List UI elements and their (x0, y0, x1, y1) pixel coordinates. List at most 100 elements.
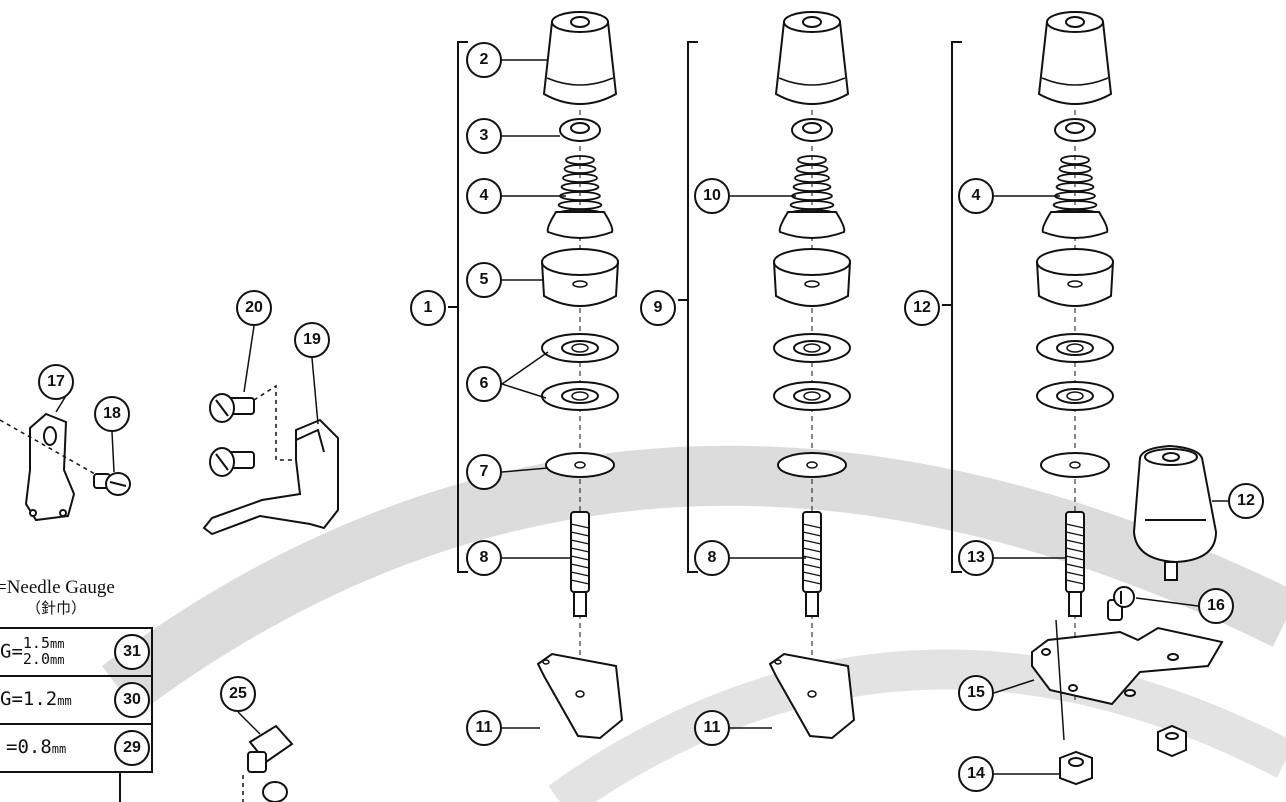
spring-coil (1058, 164, 1092, 174)
callout-30: 30 (114, 682, 150, 718)
tension-nut-band (778, 77, 846, 86)
stud-thread (802, 539, 822, 545)
spring-coil (795, 164, 829, 174)
tension-disc-hole (803, 343, 821, 353)
callout-9: 9 (640, 290, 676, 326)
leader-17 (0, 419, 103, 479)
stud-tip (805, 591, 819, 617)
tension-nut-hole (802, 16, 822, 28)
spring-coil (792, 182, 832, 192)
callout-11b: 11 (694, 710, 730, 746)
flat-washer-hole (1069, 461, 1081, 469)
spring-coil (789, 200, 835, 210)
tension-disc-inner (793, 388, 831, 404)
hex-nut-14 (1059, 750, 1093, 786)
callout-15: 15 (958, 675, 994, 711)
callout-1: 1 (410, 290, 446, 326)
thread-guide-19 (202, 418, 339, 536)
spring-base (778, 211, 846, 239)
stud-thread (1065, 563, 1085, 569)
callout-leaders (55, 59, 1228, 775)
spring-coil (794, 173, 830, 183)
stud-thread (802, 531, 822, 537)
leader-line (237, 711, 261, 735)
spring-retainer-hole (1065, 122, 1085, 134)
stud-thread (570, 579, 590, 585)
stud-thread (802, 579, 822, 585)
needle-gauge-title: =Needle Gauge (0, 577, 115, 598)
gauge-value: 1.5 (22, 634, 50, 652)
stud-thread (802, 563, 822, 569)
stud-thread (802, 547, 822, 553)
screw-20-b (209, 447, 255, 477)
gauge-unit: mm (57, 694, 72, 708)
plate-hole (807, 690, 817, 698)
callout-25: 25 (220, 676, 256, 712)
thread-guide-plate (768, 652, 856, 740)
tension-disc-hole (803, 391, 821, 401)
stud-thread (570, 563, 590, 569)
spring-coil (565, 155, 595, 165)
tension-stack-9 (768, 11, 856, 740)
spring-retainer-hole (802, 122, 822, 134)
tension-stack-12 (1035, 11, 1115, 700)
tension-nut-12-side (1132, 444, 1218, 581)
assembly-bracket-12 (942, 41, 962, 573)
watermark-arc-lower (548, 649, 1286, 802)
gauge-unit: mm (49, 653, 65, 667)
stud-thread (570, 539, 590, 545)
tension-disc-inner (793, 340, 831, 356)
gauge-prefix: G= (0, 640, 23, 663)
stud-thread (1065, 555, 1085, 561)
screw-18 (93, 472, 131, 496)
callout-11: 11 (466, 710, 502, 746)
spring-coil (1057, 173, 1093, 183)
tension-disc-hole (571, 343, 589, 353)
hex-nut-right (1157, 724, 1187, 758)
callout-17: 17 (38, 364, 74, 400)
gauge-unit: mm (49, 637, 65, 651)
stud-thread (1065, 579, 1085, 585)
plate-hole (575, 690, 585, 698)
plate-hole (774, 659, 782, 665)
callout-8: 8 (466, 540, 502, 576)
plate-hole (542, 659, 550, 665)
gauge-prefix: = (6, 736, 18, 758)
callout-29: 29 (114, 730, 150, 766)
callout-7: 7 (466, 454, 502, 490)
callout-16: 16 (1198, 588, 1234, 624)
leader-line (311, 357, 319, 425)
flat-washer (545, 452, 615, 478)
leader-20 (253, 384, 296, 461)
assembly-bracket-1 (448, 41, 468, 573)
callout-12b: 12 (1228, 483, 1264, 519)
stud-tip (573, 591, 587, 617)
stud-thread (1065, 539, 1085, 545)
tension-disc-inner (1056, 388, 1094, 404)
spring-base (1041, 211, 1109, 239)
gauge-value: 1.2 (22, 688, 58, 710)
needle-gauge-subtitle: （針巾） (26, 601, 87, 617)
stud-thread (1065, 523, 1085, 529)
leader-line (501, 383, 547, 399)
stud-thread (1065, 547, 1085, 553)
leader-line (501, 351, 549, 385)
callout-31: 31 (114, 634, 150, 670)
gauge-row-30: G=1.2mm (0, 688, 72, 710)
thread-guide-plate (536, 652, 624, 740)
assembly-bracket-9 (678, 41, 698, 573)
callout-14: 14 (958, 756, 994, 792)
stud-thread (1065, 531, 1085, 537)
stud-thread (570, 571, 590, 577)
tension-stack-1 (536, 11, 624, 740)
tension-nut-band (546, 77, 614, 86)
tension-nut-band (1041, 77, 1109, 86)
callout-6: 6 (466, 366, 502, 402)
leader-line (243, 325, 255, 393)
tension-disc-inner (561, 340, 599, 356)
stud-thread (802, 523, 822, 529)
flat-washer (777, 452, 847, 478)
callout-18: 18 (94, 396, 130, 432)
stud-thread (802, 555, 822, 561)
